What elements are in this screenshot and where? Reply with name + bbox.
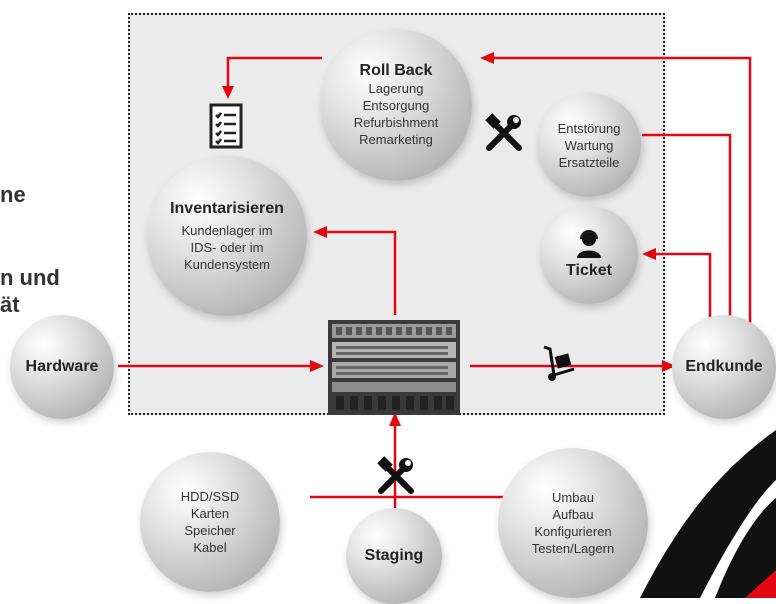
ticket-node: Ticket [540,206,638,304]
hardware-node: Hardware [10,315,114,419]
hdd-line: Karten [190,506,230,521]
endkunde-node: Endkunde [672,315,776,419]
hardware-title: Hardware [25,358,99,375]
hdd-line: Kabel [193,540,227,555]
hdd-line: Speicher [184,523,236,538]
arrowhead-switch [310,360,324,372]
entstoerung-line: Entstörung [557,120,621,136]
arrowhead-endkunde [662,360,676,372]
tools-icon [485,113,522,151]
arrowhead-checklist [222,86,234,99]
umbau-line: Umbau [552,490,594,505]
headset-person-icon [577,230,601,258]
rollback-line: Refurbishment [353,115,439,130]
tools-icon-staging [377,456,414,494]
left-text-1: ne [0,182,26,207]
hdd-line: HDD/SSD [180,489,240,504]
inventarisieren-node: Inventarisieren Kundenlager im IDS- oder… [147,156,307,316]
hand-truck-icon [543,345,575,381]
ticket-title: Ticket [566,262,612,279]
endkunde-title: Endkunde [685,358,763,375]
inventarisieren-line: Kundensystem [184,256,270,272]
left-text-2: n und [0,265,60,290]
network-switch-icon [328,320,460,415]
umbau-line: Konfigurieren [534,524,612,539]
arrowhead-staging-up [389,412,401,426]
arrowhead-inventarisieren [313,226,327,238]
hdd-node: HDD/SSD Karten Speicher Kabel [140,452,280,592]
checklist-icon [209,103,243,149]
arrowhead-rollback [480,52,494,64]
rollback-line: Remarketing [359,132,433,147]
arrowhead-ticket [642,248,656,260]
entstoerung-line: Wartung [564,137,614,153]
rollback-node: Roll Back Lagerung Entsorgung Refurbishm… [320,29,472,181]
entstoerung-line: Ersatzteile [558,154,620,170]
left-text-3: ät [0,292,20,317]
inventarisieren-title: Inventarisieren [170,199,284,217]
entstoerung-node: Entstörung Wartung Ersatzteile [537,93,641,197]
umbau-line: Testen/Lagern [531,541,615,556]
umbau-node: Umbau Aufbau Konfigurieren Testen/Lagern [498,448,648,598]
inventarisieren-line: IDS- oder im [190,239,264,255]
rollback-line: Lagerung [368,81,424,96]
umbau-line: Aufbau [552,507,594,522]
rollback-title: Roll Back [359,62,433,79]
rollback-line: Entsorgung [362,98,430,113]
inventarisieren-line: Kundenlager im [181,222,273,238]
staging-title: Staging [364,547,424,564]
staging-node: Staging [346,508,442,604]
